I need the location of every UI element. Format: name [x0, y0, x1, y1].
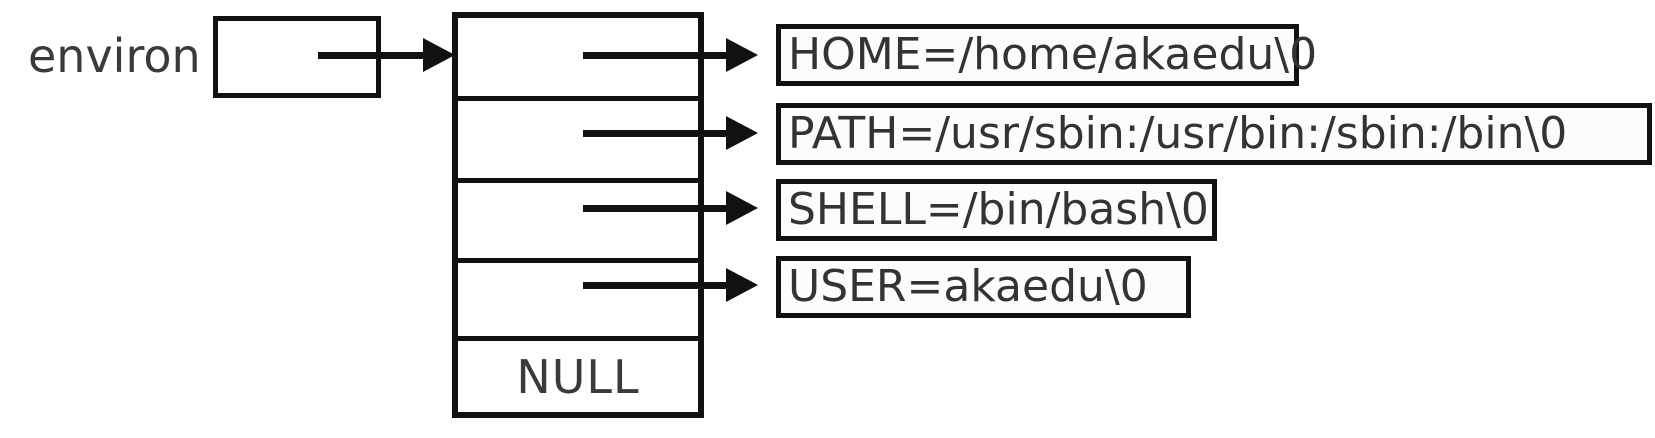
environ-array: NULL	[452, 12, 704, 418]
array-cell-divider	[458, 336, 698, 341]
array-cell-null-label: NULL	[516, 349, 640, 404]
arrowhead-icon	[726, 116, 758, 150]
array-cell-divider	[458, 96, 698, 101]
env-string-path-text: PATH=/usr/sbin:/usr/bin:/sbin:/bin\0	[788, 108, 1568, 159]
connector-shaft	[583, 52, 748, 59]
arrowhead-icon	[726, 191, 758, 225]
env-string-path: PATH=/usr/sbin:/usr/bin:/sbin:/bin\0	[776, 103, 1652, 165]
env-string-shell: SHELL=/bin/bash\0	[776, 179, 1217, 241]
array-cell-null: NULL	[458, 341, 698, 412]
env-string-user-text: USER=akaedu\0	[788, 261, 1148, 312]
environ-label: environ	[28, 29, 201, 83]
array-cell-divider	[458, 258, 698, 263]
env-string-user: USER=akaedu\0	[776, 256, 1191, 318]
env-string-shell-text: SHELL=/bin/bash\0	[788, 184, 1209, 235]
connector-shaft	[583, 282, 748, 289]
env-string-home-text: HOME=/home/akaedu\0	[788, 29, 1318, 80]
arrowhead-icon	[726, 268, 758, 302]
arrowhead-icon	[726, 38, 758, 72]
connector-shaft	[583, 130, 748, 137]
connector-shaft	[583, 205, 748, 212]
env-string-home: HOME=/home/akaedu\0	[776, 24, 1317, 86]
array-cell-divider	[458, 178, 698, 183]
arrowhead-icon	[423, 38, 455, 72]
connector-shaft	[318, 52, 428, 59]
